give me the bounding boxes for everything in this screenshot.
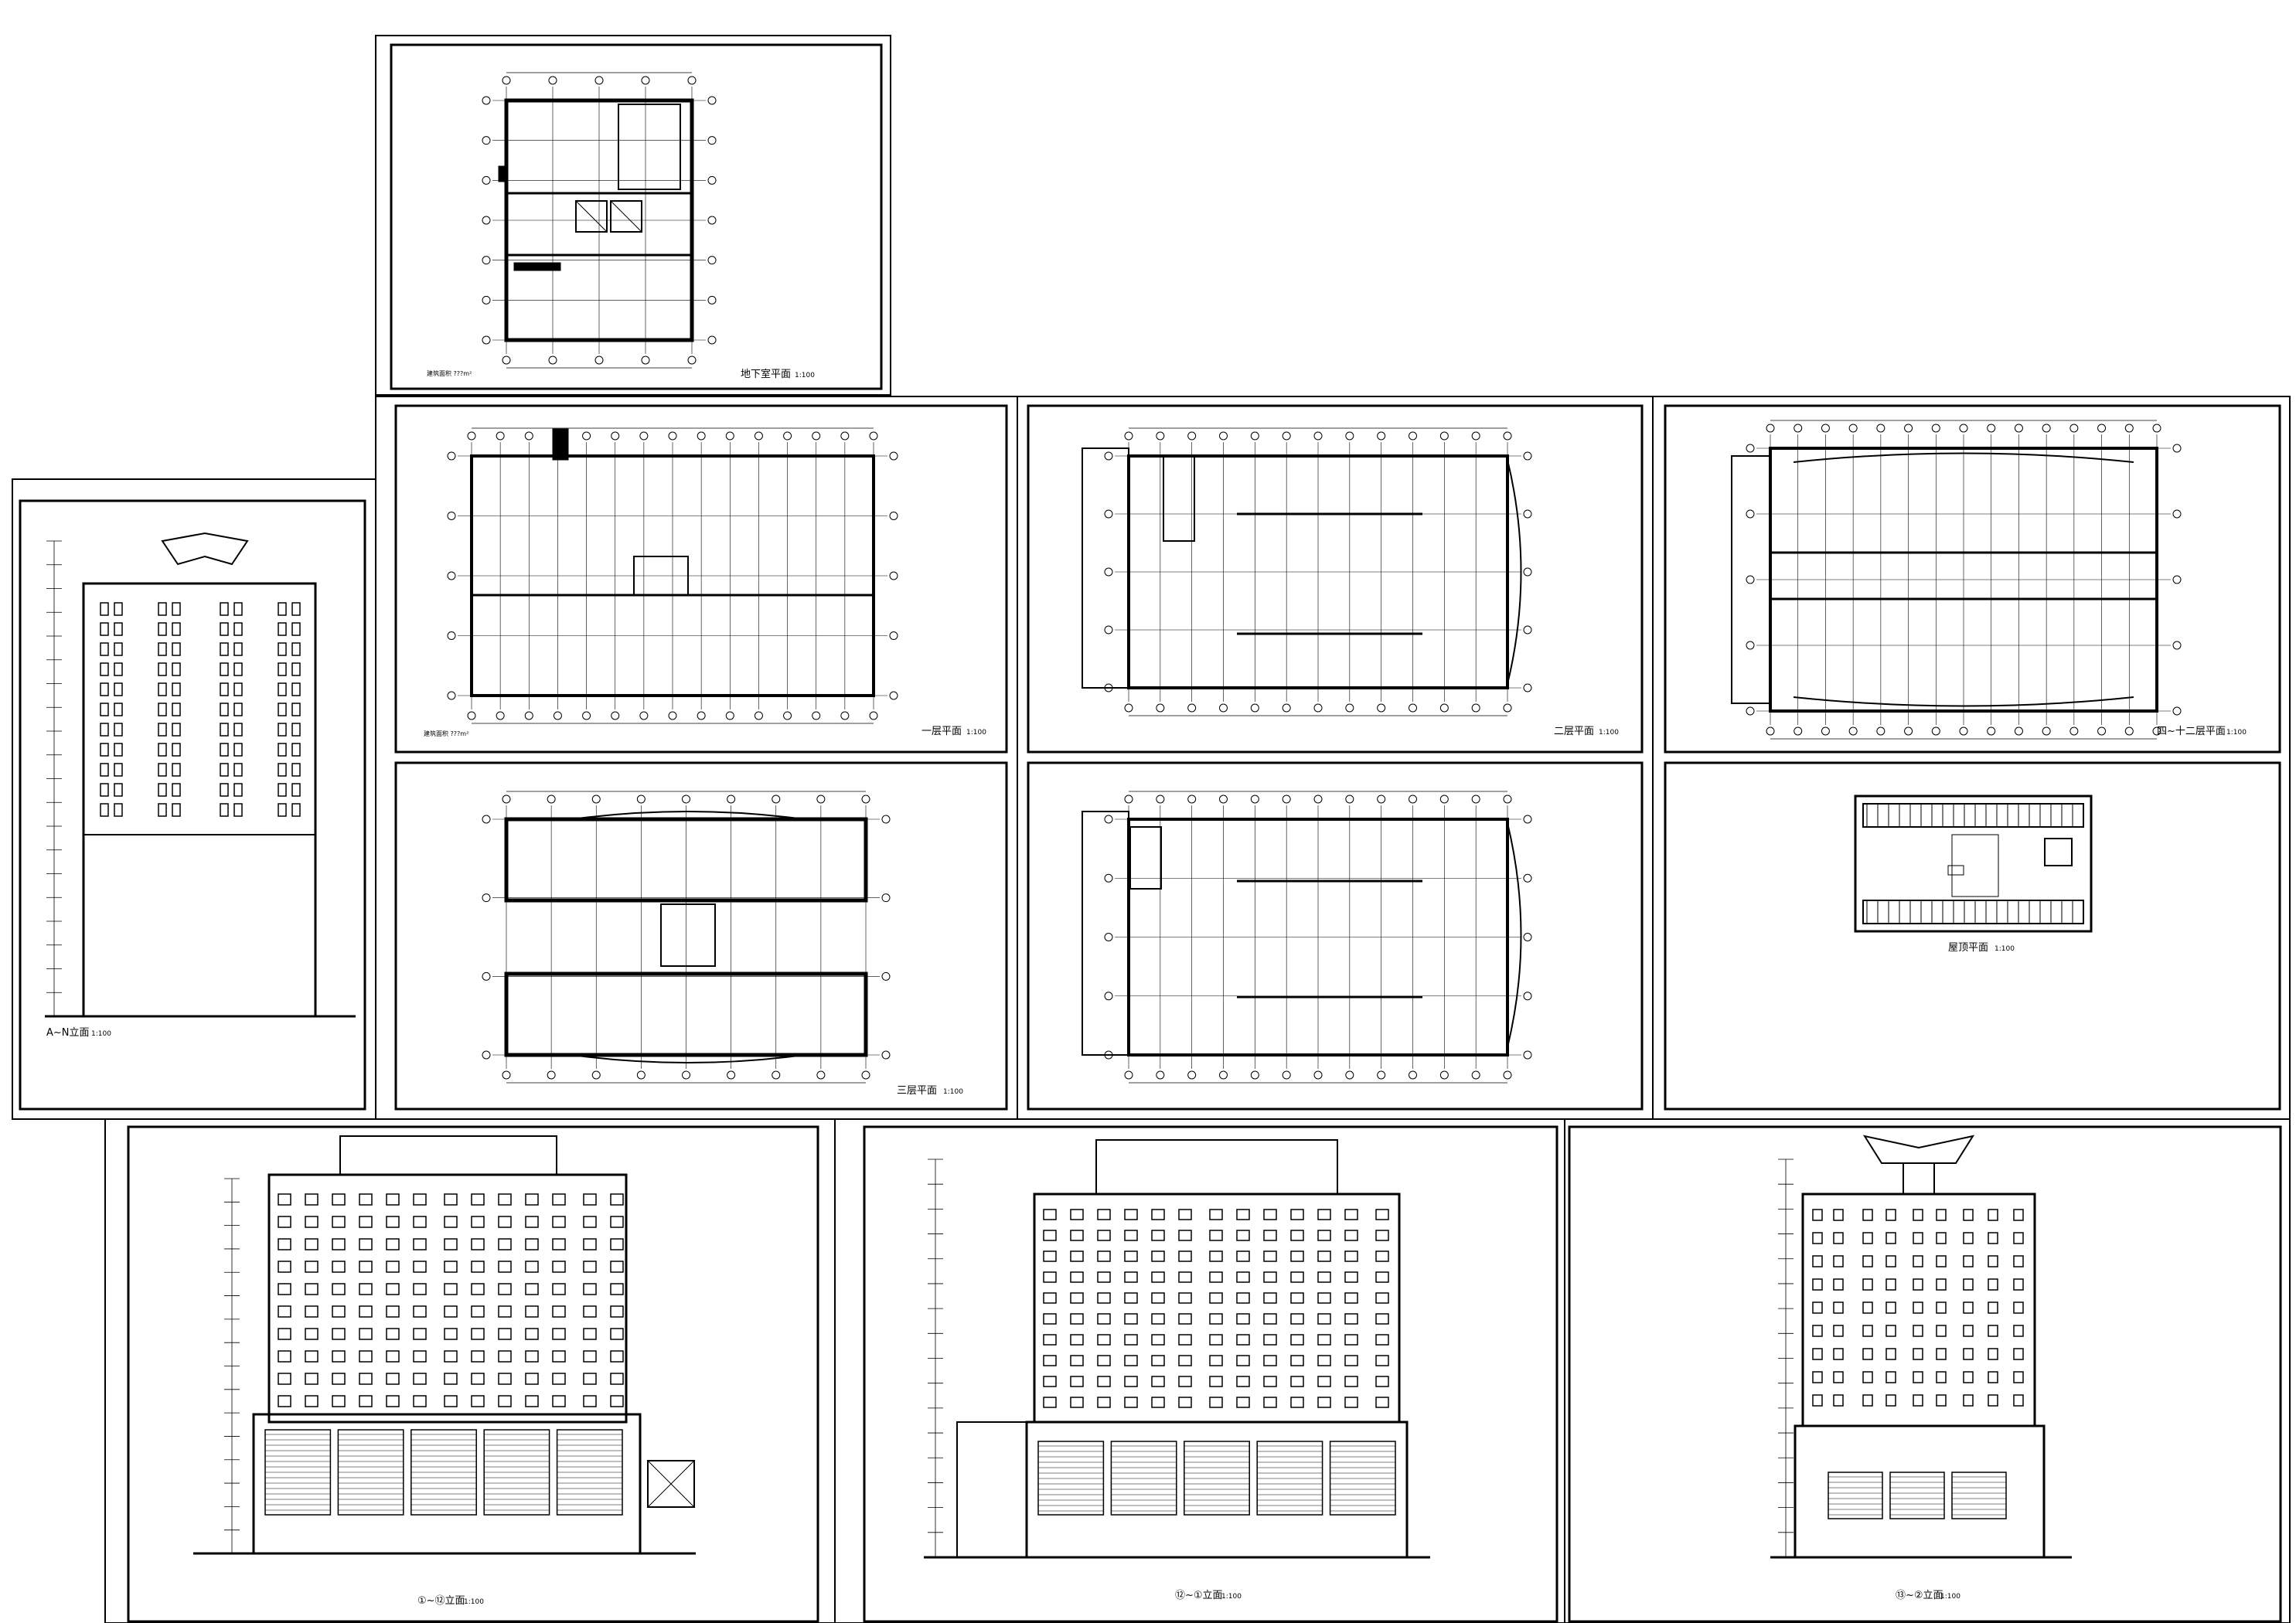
floor-1-plan-title: 一层平面 [921, 726, 962, 737]
floor-1-plan [447, 427, 898, 724]
roof-plan [1854, 794, 2093, 933]
south-elevation-level-marks [928, 1159, 943, 1558]
side-elevation-scale: 1:100 [91, 1030, 111, 1038]
east-elevation-scale: 1:100 [1940, 1593, 1960, 1601]
floor-3-plan [482, 791, 891, 1084]
typical-floor-plan-title: 四~十二层平面 [2157, 726, 2226, 737]
floor-plan-lower-axis-grid [1104, 791, 1532, 1084]
east-elevation-windows [1812, 1209, 2024, 1407]
south-elevation [924, 1139, 1430, 1559]
north-elevation-windows [278, 1193, 624, 1407]
floor-2-plan [1082, 427, 1532, 716]
floor-3-plan-title: 三层平面 [897, 1085, 937, 1097]
typical-floor-plan-scale: 1:100 [2226, 729, 2247, 737]
floor1-area-note: 建筑面积 ???m² [424, 730, 468, 737]
roof-plan-scale: 1:100 [1995, 945, 2015, 953]
roof-plan-title: 屋顶平面 [1948, 942, 1988, 954]
north-elevation-level-marks [224, 1178, 240, 1554]
floor-plan-lower [1082, 791, 1532, 1084]
typical-floor-axis-grid [1746, 420, 2182, 740]
floor-3-plan-scale: 1:100 [943, 1088, 963, 1096]
east-elevation-base-glazing [1828, 1472, 2007, 1519]
floor-2-plan-scale: 1:100 [1599, 729, 1619, 737]
south-elevation-windows [1043, 1209, 1389, 1408]
north-elevation-title: ①~⑫立面 [417, 1595, 465, 1607]
basement-plan-scale: 1:100 [795, 372, 815, 379]
drawing-titles: 地下室平面 1:100 一层平面 1:100 二层平面 1:100 四~十二层平… [46, 368, 2247, 1607]
roof-parapet-ticks [1866, 804, 2073, 924]
south-elevation-title: ⑫~①立面 [1175, 1590, 1223, 1601]
basement-plan [482, 72, 717, 369]
typical-floor-plan [1731, 420, 2182, 740]
floor-2-axis-grid [1104, 427, 1532, 716]
side-elevation-level-marks [46, 540, 62, 1017]
side-elevation-windows [100, 602, 301, 817]
east-elevation [1770, 1135, 2072, 1559]
side-elevation [45, 532, 356, 1018]
basement-area-note: 建筑面积 ???m² [427, 369, 472, 377]
floor-2-plan-title: 二层平面 [1554, 726, 1594, 737]
floor-3-axis-grid [482, 791, 891, 1084]
east-elevation-level-marks [1778, 1159, 1794, 1558]
panel-frames [12, 35, 2291, 1623]
north-elevation-scale: 1:100 [464, 1598, 484, 1606]
north-elevation [193, 1135, 696, 1555]
floor-1-plan-scale: 1:100 [966, 729, 986, 737]
south-elevation-scale: 1:100 [1221, 1593, 1242, 1601]
basement-plan-title: 地下室平面 [741, 368, 791, 380]
north-elevation-base-glazing [264, 1429, 623, 1516]
floor-1-axis-grid [447, 427, 898, 724]
side-elevation-title: A~N立面 [46, 1027, 90, 1039]
south-elevation-base-glazing [1037, 1441, 1396, 1516]
east-elevation-title: ⑬~②立面 [1896, 1590, 1943, 1601]
